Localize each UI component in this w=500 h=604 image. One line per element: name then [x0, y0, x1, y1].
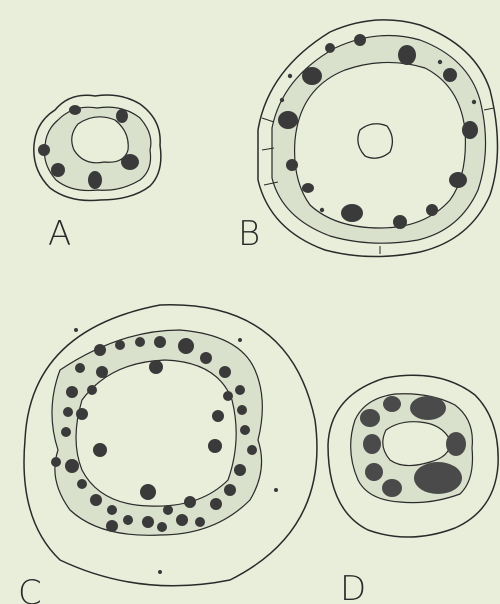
panel-a-label: A [48, 214, 71, 254]
panel-b-inner-cavity [295, 62, 466, 228]
panel-a-pith [72, 117, 128, 163]
panel-c-pith [76, 360, 236, 506]
panel-c-label: C [18, 573, 42, 604]
panel-d-label: D [340, 569, 366, 604]
panel-b-label: B [238, 214, 260, 254]
